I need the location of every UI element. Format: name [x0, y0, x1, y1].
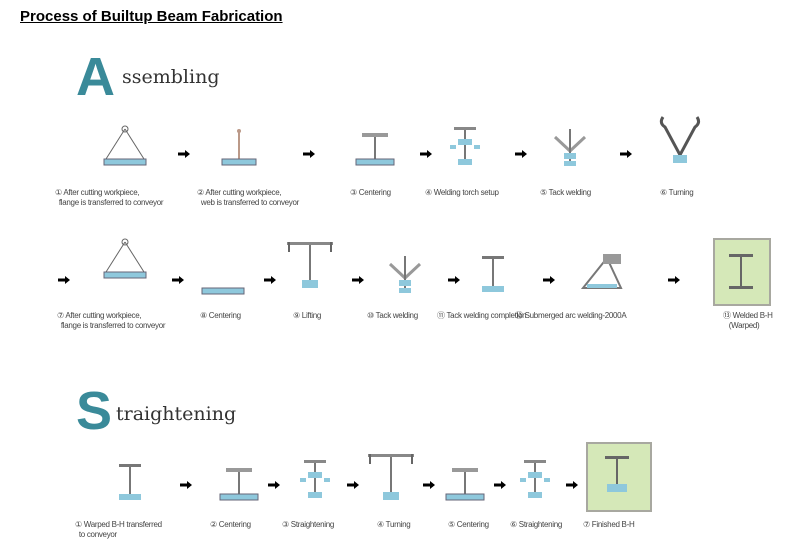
assembling-heading: ssembling [122, 66, 220, 88]
step-label: ② Centering [210, 520, 251, 529]
step-label: ⑦ After cutting workpiece, flange is tra… [57, 311, 166, 330]
step-label: ② After cutting workpiece, web is transf… [197, 188, 300, 207]
arrow-right-icon [668, 276, 680, 284]
flange-sling-icon [103, 125, 147, 166]
welded-bh-icon [729, 254, 753, 289]
step-label: ③ Centering [350, 188, 391, 197]
step-label: ⑨ Lifting [293, 311, 322, 320]
step-label: ⑥ Straightening [510, 520, 563, 529]
arrow-right-icon [347, 481, 359, 489]
welded-bh-box [713, 238, 771, 306]
arrow-right-icon [352, 276, 364, 284]
turning-icon [659, 116, 701, 163]
arrow-right-icon [178, 150, 190, 158]
step-label: ⑪ Tack welding completion [437, 311, 527, 320]
step-label: ③ Straightening [282, 520, 335, 529]
centering-icon [355, 133, 395, 166]
lifting-icon [287, 242, 333, 288]
arrow-right-icon [543, 276, 555, 284]
assembling-letter: A [76, 47, 115, 107]
arrow-right-icon [264, 276, 276, 284]
submerged-arc-welding-icon [580, 254, 623, 289]
arrow-right-icon [420, 150, 432, 158]
tack-complete-icon [482, 256, 504, 292]
arrow-right-icon [515, 150, 527, 158]
arrow-right-icon [620, 150, 632, 158]
step-label: ⑦ Finished B-H [583, 520, 635, 529]
step-label: ⑥ Turning [660, 188, 694, 197]
straightening-icon [520, 460, 550, 498]
flange-sling-icon [103, 238, 147, 279]
arrow-right-icon [58, 276, 70, 284]
welding-torch-icon [450, 127, 480, 165]
straightening-heading: traightening [116, 403, 237, 425]
step-label: ⑧ Centering [200, 311, 241, 320]
arrow-right-icon [303, 150, 315, 158]
turning-icon [368, 454, 414, 500]
step-label: ① After cutting workpiece, flange is tra… [55, 188, 164, 207]
arrow-right-icon [448, 276, 460, 284]
finished-bh-box [586, 442, 652, 512]
page-title: Process of Builtup Beam Fabrication [20, 8, 283, 25]
arrow-right-icon [172, 276, 184, 284]
step-label: ① Warped B-H transferred to conveyor [75, 520, 162, 539]
step-label: ⑤ Tack welding [540, 188, 591, 197]
step-label: ④ Turning [377, 520, 411, 529]
arrow-right-icon [180, 481, 192, 489]
arrow-right-icon [494, 481, 506, 489]
step-label: ⑬ Welded B-H (Warped) [723, 311, 773, 330]
straightening-letter: S [76, 381, 113, 441]
tack-welding-icon [553, 129, 587, 166]
finished-bh-icon [605, 456, 629, 492]
arrow-right-icon [268, 481, 280, 489]
tack-welding-icon [388, 256, 422, 293]
step-label: ⑤ Centering [448, 520, 489, 529]
centering-icon [445, 468, 485, 501]
web-transfer-icon [221, 129, 257, 166]
straightening-icon [300, 460, 330, 498]
step-label: ⑫ Submerged arc welding-2000A [515, 311, 627, 320]
step-label: ④ Welding torch setup [425, 188, 499, 197]
warped-bh-icon [119, 464, 141, 500]
arrow-right-icon [423, 481, 435, 489]
step-label: ⑩ Tack welding [367, 311, 418, 320]
arrow-right-icon [566, 481, 578, 489]
centering-icon [201, 287, 245, 295]
centering-icon [219, 468, 259, 501]
